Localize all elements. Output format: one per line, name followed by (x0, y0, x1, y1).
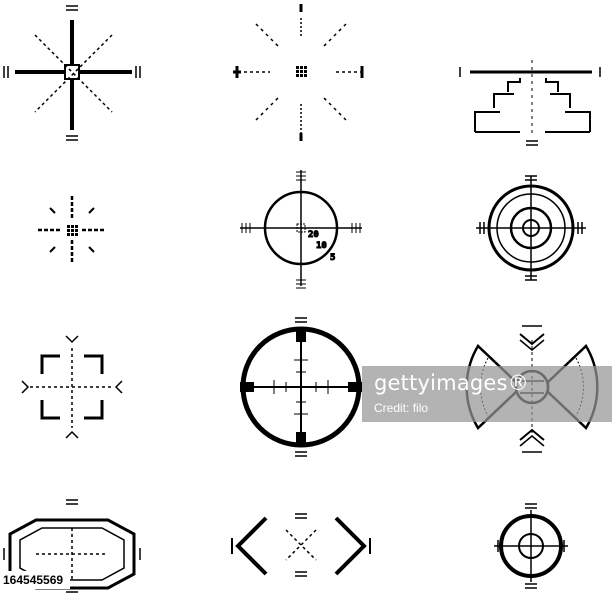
watermark-band (362, 366, 612, 422)
center-dot-grid (296, 66, 307, 77)
small-burst-reticle (38, 196, 106, 264)
scale-label-5: 5 (330, 253, 335, 263)
small-center-grid (67, 225, 78, 236)
watermark-credit-name: filo (412, 401, 429, 415)
rangefinder-scope-reticle: 20 10 5 (240, 170, 362, 289)
small-scope-reticle (494, 503, 568, 589)
scale-label-20: 20 (308, 230, 319, 240)
sniper-scope-reticle (240, 317, 362, 457)
cross-reticle-dotted-diagonals (3, 5, 141, 141)
scale-label-10: 10 (316, 241, 327, 251)
bracket-box-reticle (21, 335, 123, 439)
watermark-credit: Credit: filo (374, 401, 428, 415)
chevron-bracket-reticle (231, 513, 371, 577)
stepped-horizon-reticle (459, 60, 601, 146)
watermark-credit-prefix: Credit: (374, 401, 410, 415)
starburst-reticle (233, 4, 364, 141)
watermark-brand: gettyimages® (374, 371, 529, 395)
hexagon-reticle (3, 499, 141, 593)
stock-image-id: 164545569 (0, 571, 70, 589)
concentric-target-reticle (476, 175, 586, 281)
